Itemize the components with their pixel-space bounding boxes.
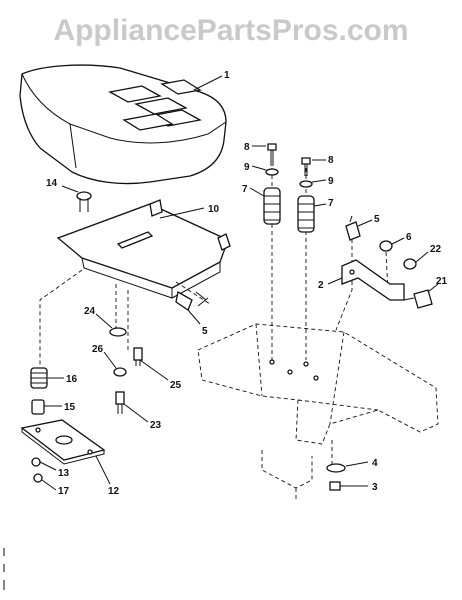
nut-22 — [403, 258, 417, 270]
washer-17 — [33, 473, 43, 483]
callout-1: 1 — [224, 70, 230, 81]
callout-13: 13 — [58, 468, 70, 479]
callout-25: 25 — [170, 380, 182, 391]
callout-21: 21 — [436, 276, 448, 287]
clip-5-left — [175, 290, 209, 311]
washer-24 — [109, 327, 127, 337]
callout-6: 6 — [406, 232, 412, 243]
watermark: AppliancePartsPros.com — [53, 14, 409, 47]
callout-22: 22 — [430, 244, 442, 255]
callout-9-left: 9 — [244, 162, 250, 173]
nut-9-left — [265, 168, 279, 176]
bolt-8-right — [301, 157, 311, 176]
spacer-15 — [31, 399, 45, 415]
washer-4 — [326, 463, 346, 473]
callout-7-left: 7 — [242, 184, 248, 195]
callout-14: 14 — [46, 178, 58, 189]
fender-frame — [197, 323, 439, 500]
spring-7-right — [297, 195, 315, 233]
nut-26 — [113, 367, 127, 377]
callout-23: 23 — [150, 420, 162, 431]
nut-6 — [379, 240, 393, 252]
bolt-8-left — [267, 143, 277, 166]
callout-9-right: 9 — [328, 176, 334, 187]
nut-9-right — [299, 180, 313, 188]
callout-5-left: 5 — [202, 326, 208, 337]
adjust-knob — [76, 191, 92, 212]
callout-26: 26 — [92, 344, 104, 355]
bolt-23 — [115, 391, 125, 414]
callout-7-right: 7 — [328, 198, 334, 209]
callout-8-right: 8 — [328, 155, 334, 166]
callout-8-left: 8 — [244, 142, 250, 153]
clip-5-right — [345, 215, 361, 241]
callout-24: 24 — [84, 306, 96, 317]
spring-7-left — [263, 187, 281, 225]
callout-17: 17 — [58, 486, 70, 497]
bolt-21 — [403, 289, 433, 309]
base-plate — [20, 419, 106, 465]
seat — [19, 64, 227, 185]
seat-pan — [56, 199, 231, 299]
bolt-25 — [133, 347, 143, 366]
spring-16 — [30, 367, 48, 389]
bracket-2 — [341, 259, 405, 301]
callout-16: 16 — [66, 374, 78, 385]
callout-15: 15 — [64, 402, 76, 413]
callout-10: 10 — [208, 204, 220, 215]
callout-3: 3 — [372, 482, 378, 493]
callout-4: 4 — [372, 458, 378, 469]
callout-5-right: 5 — [374, 214, 380, 225]
callout-12: 12 — [108, 486, 120, 497]
nut-13 — [31, 457, 41, 467]
callout-2: 2 — [318, 280, 324, 291]
